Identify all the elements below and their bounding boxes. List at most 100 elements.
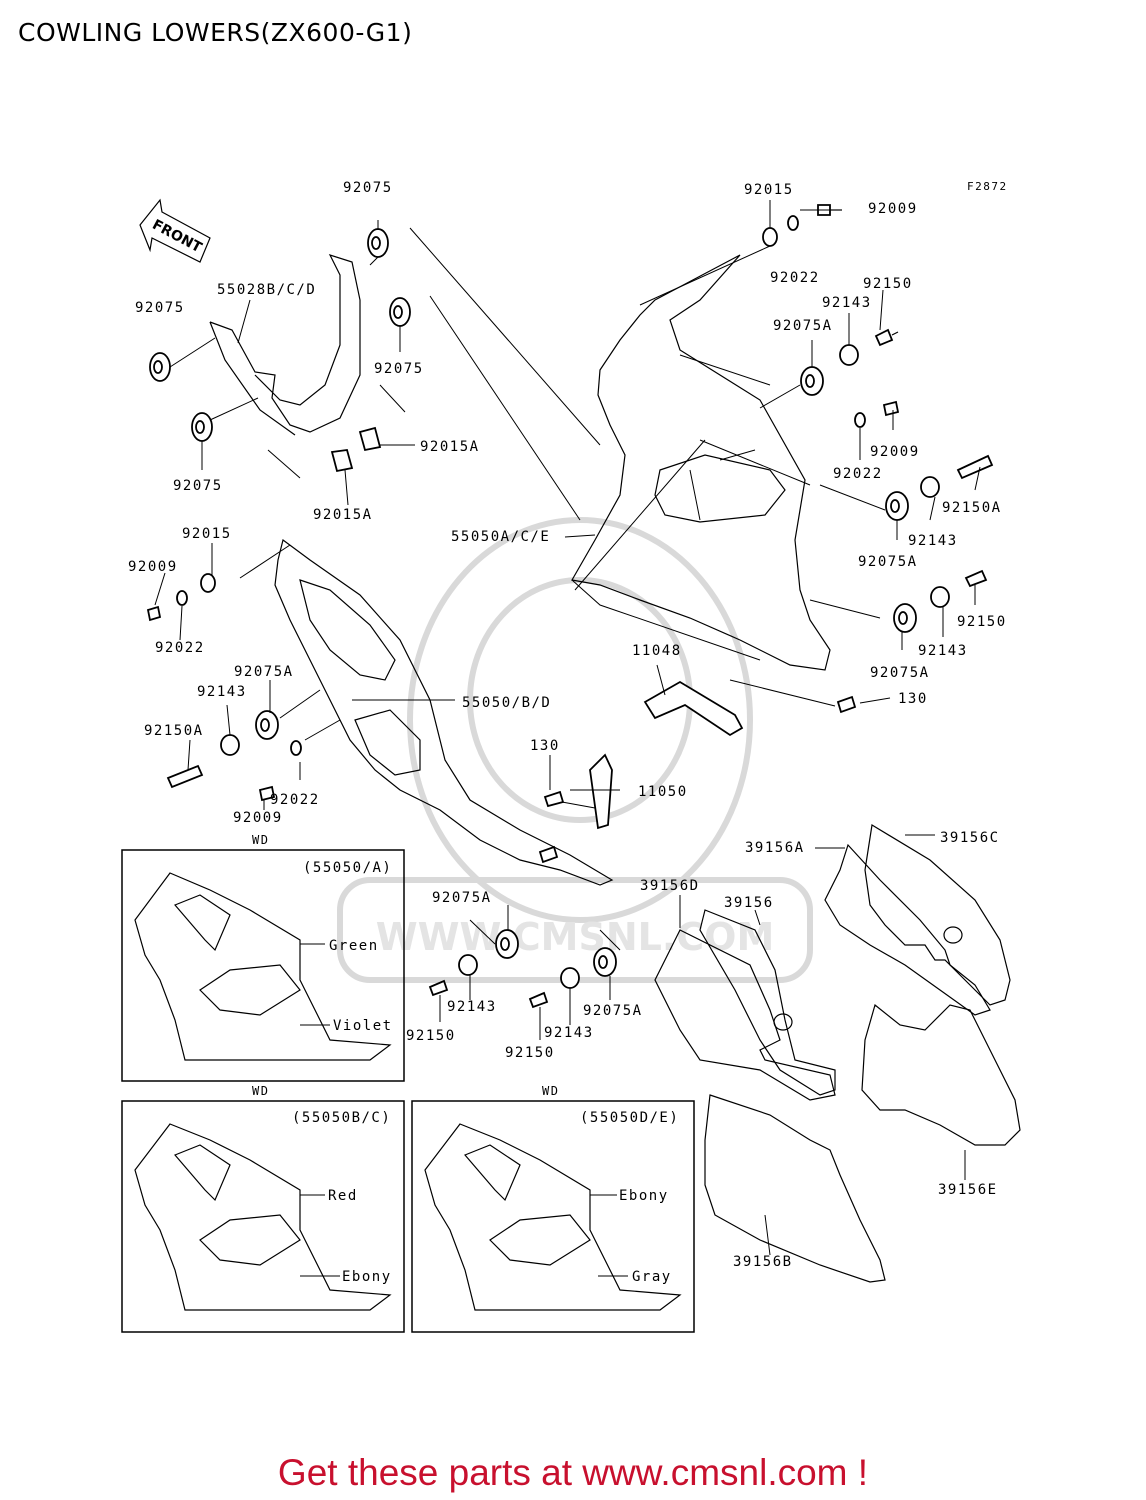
inner-cover-55028 [209,253,361,436]
inset-code: (55050D/E) [580,1110,679,1126]
part-label-11050: 11050 [638,784,688,800]
part-label-92075A-r2: 92075A [858,554,918,570]
bracket-11048 [643,680,744,737]
part-label-92150-c2: 92150 [505,1045,555,1061]
part-label-92075A-r3: 92075A [870,665,930,681]
bolt-92009-r2 [882,400,900,417]
bolt-92150-r1 [874,328,899,347]
part-label-39156C: 39156C [940,830,1000,846]
collar-92143-r2 [920,476,940,498]
inset-55050BC: WD (55050B/C) Red Ebony [121,1084,405,1333]
part-label-39156B: 39156B [733,1254,793,1270]
pad-39156A [824,843,991,1016]
pad-39156 [699,909,836,1096]
grommet-92075A-r3 [893,603,917,633]
part-label-92150A-r: 92150A [942,500,1002,516]
bolt-130-c [538,790,565,864]
inset-55050A: WD (55050/A) Green Violet [121,833,405,1082]
pad-39156C [864,824,1011,1006]
part-label-39156E: 39156E [938,1182,998,1198]
inset-upper-color: Ebony [619,1188,669,1204]
part-label-92143-c2: 92143 [544,1025,594,1041]
bracket-11050 [589,753,613,830]
bolt-92009-l1 [146,605,162,622]
bolt-92150A-l [166,764,204,789]
part-label-92075-top: 92075 [343,180,393,196]
bolt-92009-l2 [258,785,276,802]
part-label-92150-c1: 92150 [406,1028,456,1044]
part-label-55050ACE: 55050A/C/E [451,529,550,545]
washer-92022-r1 [787,215,799,231]
part-label-92150-r1: 92150 [863,276,913,292]
part-label-130-c: 130 [530,738,560,754]
washer-92022-l1 [176,590,188,606]
grommet-92075-low [191,412,213,442]
part-label-92015A-b: 92015A [313,507,373,523]
front-arrow-icon: FRONT [139,198,211,263]
part-label-92022-r2: 92022 [833,466,883,482]
part-label-92009-l1: 92009 [128,559,178,575]
part-label-11048: 11048 [632,643,682,659]
part-label-39156: 39156 [724,895,774,911]
grommet-92075A-r1 [800,366,824,396]
grommet-92075A-l [255,710,279,740]
grommet-92075-top [367,228,389,258]
part-label-92075A-l: 92075A [234,664,294,680]
part-label-92075-left: 92075 [135,300,185,316]
washer-92022-r2 [854,412,866,428]
part-label-92143-r3: 92143 [918,643,968,659]
cowling-left-55050BD [274,538,614,886]
bolt-92150-c1 [428,979,449,997]
inset-upper-color: Red [328,1188,358,1204]
inset-wd-label: WD [252,833,269,847]
part-label-92009-r2: 92009 [870,444,920,460]
part-label-55050BD: 55050/B/D [462,695,551,711]
inset-55050DE: WD (55050D/E) Ebony Gray [411,1084,695,1333]
cowling-right-55050ACE [571,254,831,671]
part-label-92143-l: 92143 [197,684,247,700]
grommet-92075A-c2 [593,947,617,977]
watermark-text: WWW.CMSNL.COM [376,915,775,959]
footer-link[interactable]: Get these parts at www.cmsnl.com ! [277,1452,869,1493]
part-label-92075-low: 92075 [173,478,223,494]
inset-code: (55050B/C) [292,1110,391,1126]
collar-92015-r [762,227,778,247]
part-label-92022-r1: 92022 [770,270,820,286]
bolt-92150-c2 [528,991,549,1009]
inset-upper-color: Green [329,938,379,954]
part-label-92022-l2: 92022 [270,792,320,808]
collar-92143-l [220,734,240,756]
collar-92015-l [200,573,216,593]
part-label-55028: 55028B/C/D [217,282,316,298]
part-label-92075A-r1: 92075A [773,318,833,334]
part-label-92075A-c2: 92075A [583,1003,643,1019]
parts-diagram: WWW.CMSNL.COM FRONT F2872 92075 55028B/C… [121,180,1021,1333]
part-label-92143-r1: 92143 [822,295,872,311]
collar-92143-r1 [839,344,859,366]
part-label-92015A-a: 92015A [420,439,480,455]
part-label-92009-l2: 92009 [233,810,283,826]
watermark-logo: WWW.CMSNL.COM [337,517,813,983]
part-label-130-r: 130 [898,691,928,707]
pad-39156E [861,1003,1021,1146]
part-label-92009-r1: 92009 [868,201,918,217]
inset-lower-color: Gray [632,1269,672,1285]
pad-39156B [704,1094,886,1283]
grommet-92075A-c1 [495,929,519,959]
part-label-92143-c1: 92143 [447,999,497,1015]
part-label-92143-r2: 92143 [908,533,958,549]
clip-92015A-b [330,449,354,473]
grommet-92075-mid [389,297,411,327]
bolt-130-r [836,695,857,714]
inset-wd-label: WD [252,1084,269,1098]
bolt-92150A-r [956,454,994,480]
part-label-92150A-l: 92150A [144,723,204,739]
figure-code: F2872 [967,180,1008,193]
part-label-92150-r3: 92150 [957,614,1007,630]
page-title: COWLING LOWERS(ZX600-G1) [18,18,413,47]
clip-92015A-a [358,426,382,452]
inset-wd-label: WD [542,1084,559,1098]
part-label-92075-mid: 92075 [374,361,424,377]
part-label-92015-r: 92015 [744,182,794,198]
bolt-92150-r3 [964,569,988,588]
